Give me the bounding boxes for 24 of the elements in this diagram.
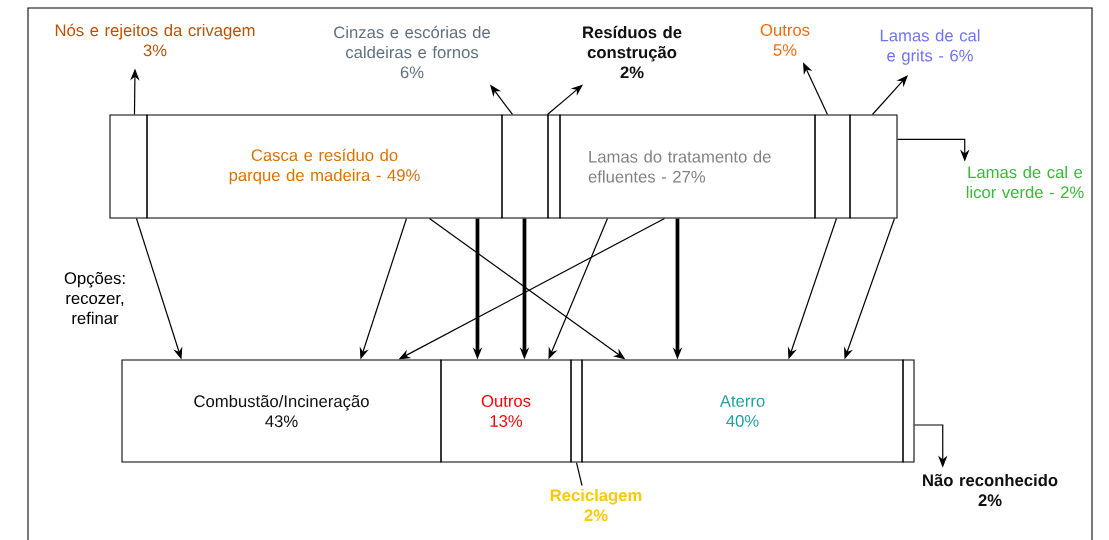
flow-arrow [871, 75, 908, 116]
flow-label: Outros 5% [760, 24, 810, 56]
flow-label: Não reconhecido 2% [923, 473, 1058, 507]
flow-label: Nós e rejeitos da crivagem 3% [55, 23, 255, 57]
segment-bar [902, 359, 915, 463]
category-box: Aterro 40% [581, 359, 904, 463]
flow-label: Lamas de cal e grits - 6% [880, 29, 980, 65]
category-box: Combustão/Incineração 43% [121, 359, 442, 463]
segment-bar [570, 359, 583, 463]
flow-label: Lamas de cal e licor verde - 2% [966, 165, 1084, 199]
connector-line [575, 461, 583, 487]
segment-bar [109, 114, 148, 219]
segment-bar [849, 114, 898, 219]
flow-label: Reciclagem 2% [550, 488, 642, 522]
segment-bar [547, 114, 561, 219]
segment-bar [814, 114, 851, 219]
category-box: Outros 13% [440, 359, 572, 463]
edge-label: Opções: recozer, refinar [53, 270, 137, 326]
flow-label: Resíduos de construção 2% [583, 25, 682, 79]
category-box: Lamas do tratamento de efluentes - 27% [559, 114, 816, 219]
flow-label: Cinzas e escórias de caldeiras e fornos 6% [334, 25, 490, 79]
category-box: Casca e resíduo do parque de madeira - 49% [146, 114, 503, 219]
flow-arrow [546, 84, 583, 116]
segment-bar [501, 114, 549, 219]
